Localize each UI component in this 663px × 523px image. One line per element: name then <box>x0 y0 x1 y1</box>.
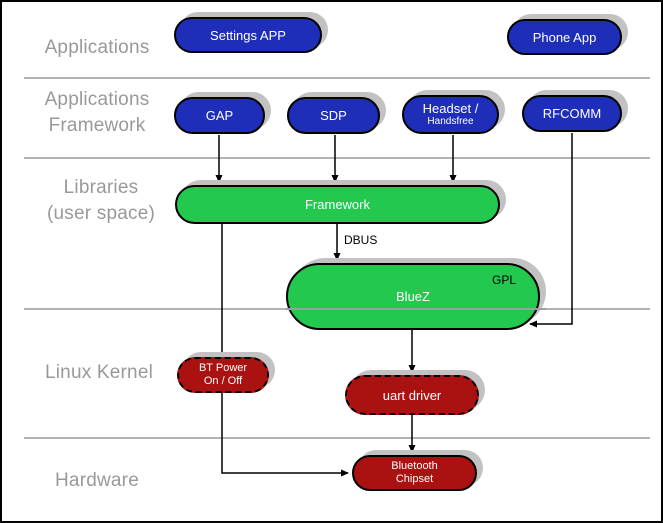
node-label: Settings APP <box>210 27 286 43</box>
node-label: Headset / <box>422 101 479 116</box>
layer-label-applications-framework: Applications Framework <box>22 87 172 139</box>
node-label: GAP <box>205 108 234 123</box>
edge-rfcomm-bluez <box>529 133 573 328</box>
node-rfcomm: RFCOMM <box>522 95 622 132</box>
node-phone-app: Phone App <box>507 19 622 55</box>
edge-framework-chipset <box>221 224 349 477</box>
layer-label-line: Libraries <box>63 177 139 198</box>
node-label: uart driver <box>382 387 442 403</box>
node-bluetooth-chipset: Bluetooth Chipset <box>352 455 477 491</box>
node-label-line2: Chipset <box>395 473 434 485</box>
node-label: SDP <box>320 108 347 123</box>
divider-applications <box>24 77 650 79</box>
node-label: RFCOMM <box>542 106 602 121</box>
layer-label-linux-kernel: Linux Kernel <box>44 362 154 383</box>
node-label-line2: On / Off <box>203 375 243 387</box>
node-label-line2: Handsfree <box>427 116 474 127</box>
layer-label-line: (user space) <box>47 203 155 224</box>
layer-label-line: Framework <box>48 115 146 136</box>
layer-label-hardware: Hardware <box>55 470 139 491</box>
node-settings-app: Settings APP <box>174 17 322 53</box>
node-label: BT Power <box>198 362 248 374</box>
node-label: Phone App <box>532 29 597 45</box>
node-label: BlueZ <box>396 289 430 304</box>
node-label: Bluetooth <box>391 460 438 472</box>
divider-linux-kernel <box>24 437 650 439</box>
node-sdp: SDP <box>287 97 380 134</box>
node-framework: Framework <box>175 185 500 224</box>
gpl-license-badge: GPL <box>491 273 516 287</box>
node-label: Framework <box>304 197 370 212</box>
divider-applications-framework <box>24 157 650 159</box>
node-bt-power-on-off: BT Power On / Off <box>177 357 269 393</box>
node-uart-driver: uart driver <box>345 375 479 415</box>
divider-over-bluez <box>286 308 546 310</box>
node-headset-handsfree: Headset / Handsfree <box>402 95 499 134</box>
node-gap: GAP <box>174 97 265 134</box>
dbus-edge-label: DBUS <box>344 233 378 247</box>
layer-label-line: Applications <box>44 89 150 110</box>
node-bluez: GPL BlueZ <box>286 263 540 330</box>
layer-label-libraries: Libraries (user space) <box>17 175 185 227</box>
layer-label-applications: Applications <box>44 37 150 58</box>
